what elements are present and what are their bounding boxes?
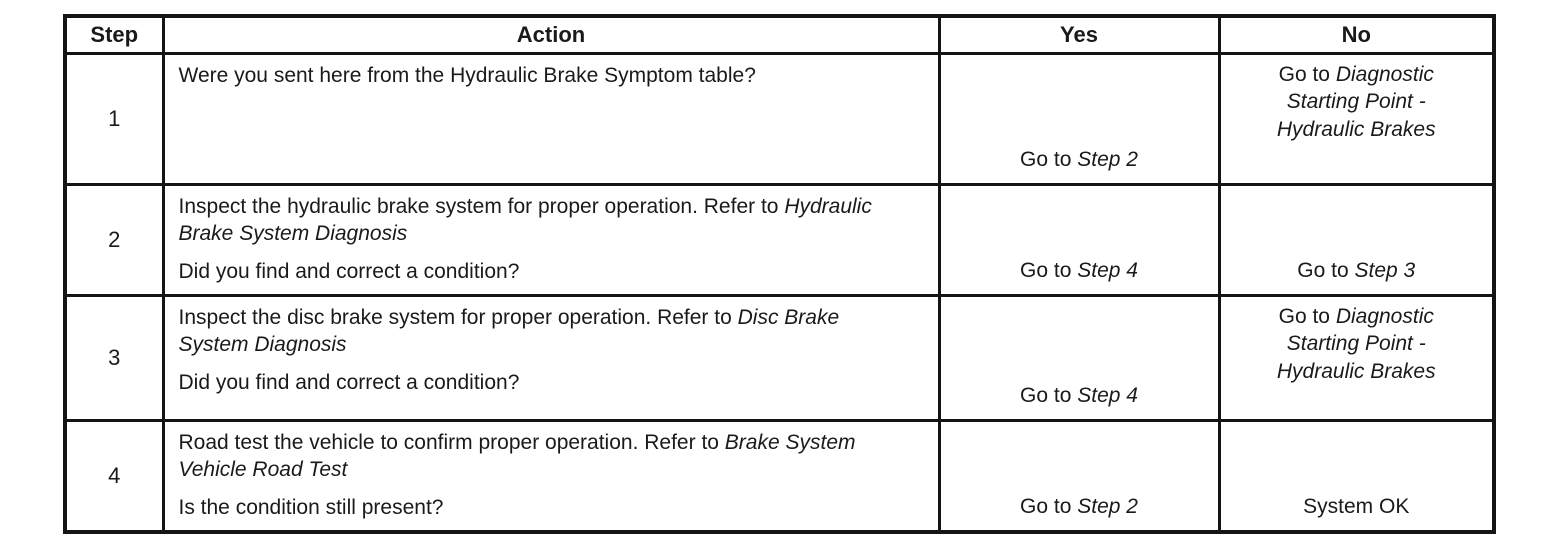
- no-text: Go to Diagnostic Starting Point - Hydrau…: [1256, 303, 1456, 386]
- step-number: 4: [63, 418, 165, 534]
- action-text-regular: Road test the vehicle to confirm proper …: [178, 430, 725, 454]
- action-cell: Inspect the hydraulic brake system for p…: [161, 182, 941, 297]
- no-cell: Go to Diagnostic Starting Point - Hydrau…: [1217, 51, 1496, 186]
- no-cell: System OK: [1217, 418, 1496, 534]
- go-to-text: Go to: [1278, 62, 1336, 86]
- action-reference: Brake System Vehicle Road Test: [178, 430, 856, 482]
- no-cell: Go to Step 3: [1217, 182, 1496, 297]
- go-to-text: Go to: [1297, 258, 1355, 282]
- action-reference: Hydraulic Brake System Diagnosis: [178, 194, 872, 246]
- no-reference: Diagnostic Starting Point - Hydraulic Br…: [1276, 62, 1436, 141]
- yes-cell: Go to Step 2: [937, 51, 1221, 186]
- action-reference: Disc Brake System Diagnosis: [178, 305, 840, 357]
- go-to-text: Go to: [1020, 383, 1078, 407]
- table-row-step-1: 1 Were you sent here from the Hydraulic …: [63, 51, 1496, 186]
- action-text: Inspect the hydraulic brake system for p…: [179, 193, 908, 248]
- action-cell: Road test the vehicle to confirm proper …: [161, 418, 941, 534]
- yes-reference: Step 2: [1077, 495, 1138, 519]
- table-header-row: Step Action Yes No: [63, 14, 1496, 55]
- action-text-regular: Inspect the disc brake system for proper…: [178, 305, 738, 329]
- yes-cell: Go to Step 4: [937, 182, 1221, 297]
- table-row-step-3: 3 Inspect the disc brake system for prop…: [63, 293, 1496, 422]
- yes-cell: Go to Step 4: [937, 293, 1221, 422]
- no-text: Go to Step 3: [1256, 257, 1456, 285]
- go-to-text: Go to: [1020, 147, 1078, 171]
- action-question: Did you find and correct a condition?: [178, 259, 520, 283]
- step-number: 2: [63, 182, 165, 297]
- yes-reference: Step 2: [1077, 147, 1138, 171]
- action-cell: Inspect the disc brake system for proper…: [161, 293, 941, 422]
- action-question: Is the condition still present?: [178, 496, 444, 520]
- step-number: 3: [63, 293, 165, 422]
- no-reference: Diagnostic Starting Point - Hydraulic Br…: [1276, 304, 1436, 384]
- result-text: System OK: [1303, 495, 1410, 519]
- action-text-regular: Inspect the hydraulic brake system for p…: [178, 194, 785, 218]
- action-cell: Were you sent here from the Hydraulic Br…: [161, 51, 941, 186]
- table-row-step-4: 4 Road test the vehicle to confirm prope…: [63, 418, 1496, 534]
- table-row-step-2: 2 Inspect the hydraulic brake system for…: [63, 182, 1496, 297]
- action-text: Were you sent here from the Hydraulic Br…: [179, 62, 908, 90]
- yes-reference: Step 4: [1077, 383, 1138, 407]
- go-to-text: Go to: [1278, 304, 1336, 328]
- header-step: Step: [63, 14, 165, 55]
- go-to-text: Go to: [1020, 258, 1078, 282]
- action-text: Road test the vehicle to confirm proper …: [179, 429, 908, 484]
- action-text-regular: Were you sent here from the Hydraulic Br…: [178, 63, 756, 87]
- no-text: System OK: [1256, 493, 1456, 521]
- header-yes: Yes: [937, 14, 1221, 55]
- yes-cell: Go to Step 2: [937, 418, 1221, 534]
- step-number: 1: [63, 51, 165, 186]
- action-question: Did you find and correct a condition?: [178, 371, 520, 395]
- no-reference: Step 3: [1354, 258, 1416, 282]
- header-action: Action: [161, 14, 941, 55]
- yes-reference: Step 4: [1077, 258, 1138, 282]
- diagnostic-table: Step Action Yes No 1 Were you sent here …: [63, 14, 1496, 534]
- no-cell: Go to Diagnostic Starting Point - Hydrau…: [1217, 293, 1496, 422]
- go-to-text: Go to: [1020, 495, 1078, 519]
- action-text: Inspect the disc brake system for proper…: [179, 304, 908, 359]
- header-no: No: [1217, 14, 1496, 55]
- no-text: Go to Diagnostic Starting Point - Hydrau…: [1256, 61, 1456, 144]
